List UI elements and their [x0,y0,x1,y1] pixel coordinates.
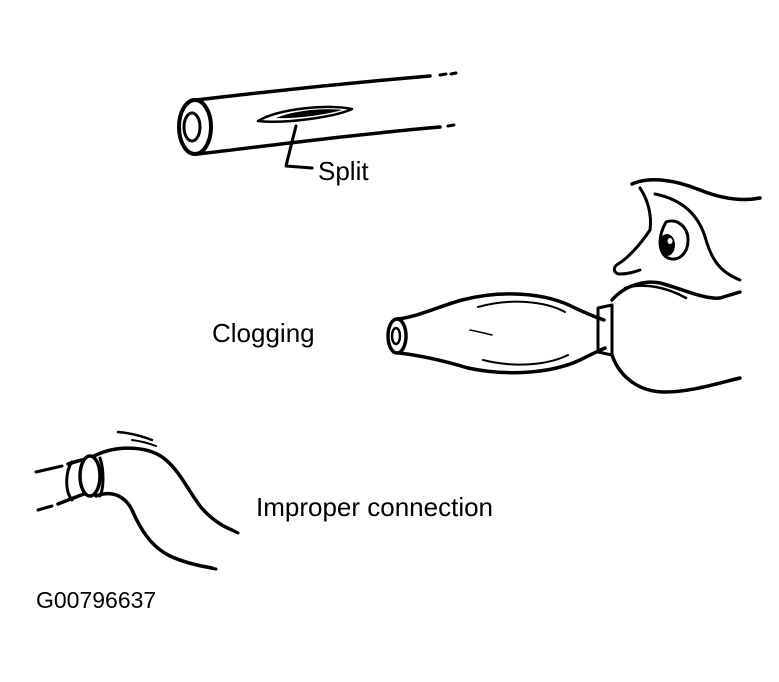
split-hose [177,71,458,170]
clogging-label: Clogging [212,318,315,348]
figure-id: G00796637 [36,587,157,613]
split-label: Split [318,156,369,186]
improper-connection-label: Improper connection [256,492,494,522]
improper-connection [34,430,240,571]
clogging-test [386,178,762,394]
